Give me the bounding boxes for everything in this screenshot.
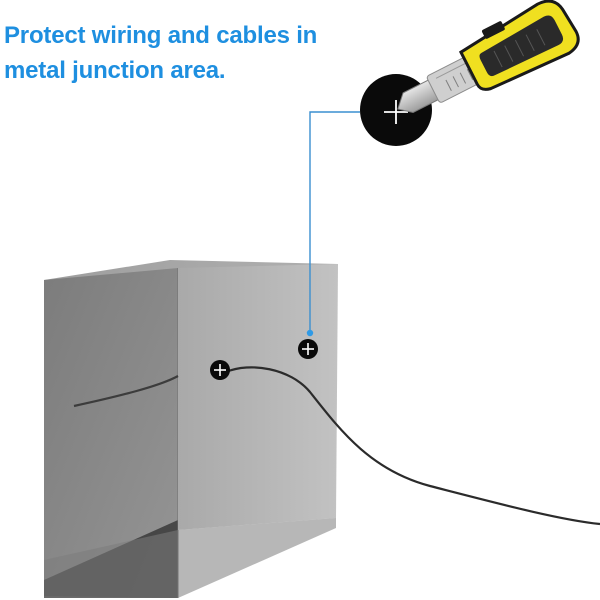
box-side-bottom-shade — [44, 518, 336, 598]
knockout-hole — [298, 339, 318, 359]
caption: Protect wiring and cables in metal junct… — [4, 18, 334, 88]
wire-entry-hole — [210, 360, 230, 380]
leader-line — [306, 111, 360, 337]
caption-line-1: Protect wiring and cables in — [4, 22, 318, 49]
box-front-face — [44, 268, 178, 598]
junction-box — [44, 260, 338, 598]
inner-wire — [73, 375, 179, 408]
knife-slider — [482, 21, 505, 39]
knife-grip — [479, 15, 564, 77]
utility-knife-icon — [397, 0, 580, 113]
box-side-face — [178, 264, 338, 530]
wire — [225, 366, 600, 526]
caption-line-2: metal junction area. — [4, 57, 226, 84]
